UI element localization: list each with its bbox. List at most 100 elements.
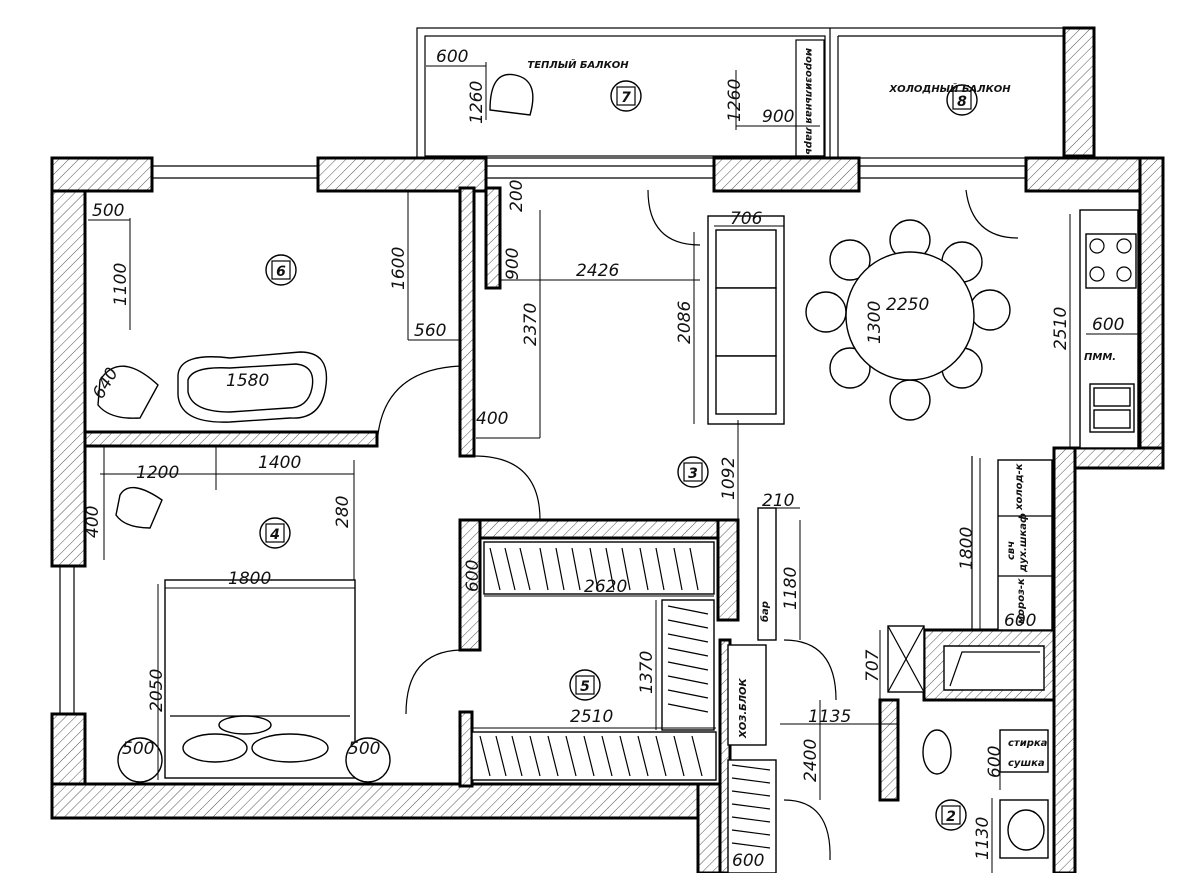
dim-2086: 2086 xyxy=(675,301,695,344)
wall-bottom-right xyxy=(696,782,722,873)
dining-set xyxy=(805,219,1011,421)
wall-top-center xyxy=(712,156,861,193)
wall-top-left xyxy=(50,156,154,193)
wall-bottom xyxy=(50,782,722,820)
room-marker-2: 2 xyxy=(935,799,967,831)
bedroom-chair xyxy=(115,487,163,529)
kitchen-column xyxy=(997,459,1053,631)
dim-2050: 2050 xyxy=(147,669,167,712)
cooktop xyxy=(1085,233,1137,289)
wall-left-upper xyxy=(50,156,87,568)
room-markers: 7 8 6 3 4 5 2 xyxy=(259,80,978,831)
pillow-right xyxy=(251,733,329,763)
wall-room6-bottom xyxy=(83,430,379,448)
dim-1800-kitchen: 1800 xyxy=(957,527,977,570)
dimension-lines xyxy=(88,62,1140,873)
dim-2510-kitchen: 2510 xyxy=(1051,307,1071,350)
dim-1400: 1400 xyxy=(258,453,301,473)
room-number-2: 2 xyxy=(946,809,956,825)
freezer-chest-label: морозильная ларь xyxy=(803,48,814,155)
wall-right-lower xyxy=(1052,446,1077,873)
dim-1260-cold: 1260 xyxy=(725,79,745,122)
dim-600-bottom: 600 xyxy=(732,851,764,871)
dim-707: 707 xyxy=(863,649,883,682)
dim-1092: 1092 xyxy=(719,457,739,500)
wall-closet-left xyxy=(458,518,482,652)
wall-closet-left-lower xyxy=(458,710,474,788)
dim-400-hall: 400 xyxy=(476,409,508,429)
dining-table xyxy=(845,251,975,381)
door-balcony-left xyxy=(647,189,701,246)
dim-1200: 1200 xyxy=(136,463,179,483)
dim-706: 706 xyxy=(730,209,763,229)
toilet xyxy=(922,729,952,775)
dim-600-kitchen: 600 xyxy=(1092,315,1124,335)
fridge-label: холод-к xyxy=(1014,463,1025,511)
dim-560: 560 xyxy=(414,321,446,341)
dim-900-hall: 900 xyxy=(503,248,523,280)
wall-closet-top xyxy=(458,518,740,540)
wall-right xyxy=(1138,156,1165,470)
dim-900-freezer: 900 xyxy=(762,107,794,127)
dim-2250: 2250 xyxy=(886,295,929,315)
bar-label: бар xyxy=(759,601,771,622)
room-number-6: 6 xyxy=(276,264,286,280)
wardrobe-right xyxy=(661,599,715,731)
dim-1135: 1135 xyxy=(808,707,851,727)
dim-2426: 2426 xyxy=(576,261,619,281)
wall-hall-stub xyxy=(484,186,502,290)
dim-600-bath: 600 xyxy=(985,746,1005,778)
door-utility xyxy=(783,639,837,701)
dim-1600: 1600 xyxy=(389,247,409,290)
windows xyxy=(59,165,1026,714)
room-marker-5: 5 xyxy=(569,669,601,701)
balconies xyxy=(416,27,1065,159)
dim-1300: 1300 xyxy=(865,301,885,344)
wall-utility-left xyxy=(718,638,732,873)
dim-1180: 1180 xyxy=(781,567,801,610)
freezer-chest xyxy=(795,39,825,157)
warm-balcony-label: ТЕПЛЫЙ БАЛКОН xyxy=(527,58,629,71)
room-number-5: 5 xyxy=(580,679,590,695)
door-hall xyxy=(473,455,541,521)
dim-400-room4: 400 xyxy=(83,506,103,538)
dim-1260-warm: 1260 xyxy=(467,81,487,124)
washing-label: стирка xyxy=(1008,738,1048,749)
utility-block xyxy=(727,644,767,746)
dim-2510-closet: 2510 xyxy=(570,707,613,727)
dim-1370: 1370 xyxy=(637,651,657,694)
dim-1800-bed: 1800 xyxy=(228,569,271,589)
room-marker-4: 4 xyxy=(259,517,291,549)
dim-500-right: 500 xyxy=(348,739,380,759)
doors xyxy=(376,189,1019,861)
wall-closet-right xyxy=(716,518,740,622)
furniture xyxy=(97,209,1139,873)
utility-block-label: ХОЗ.БЛОК xyxy=(738,677,749,739)
dim-1580: 1580 xyxy=(226,371,269,391)
room-labels: ТЕПЛЫЙ БАЛКОН ХОЛОДНЫЙ БАЛКОН морозильна… xyxy=(527,48,1116,769)
dim-600-column: 600 xyxy=(1004,611,1036,631)
oven-label: дух.шкаф xyxy=(1017,513,1029,573)
microwave-label: свч xyxy=(1006,541,1017,560)
dim-500-room6: 500 xyxy=(92,201,124,221)
nightstand-right xyxy=(345,737,391,783)
dim-200: 200 xyxy=(507,180,527,212)
room-number-4: 4 xyxy=(269,527,280,543)
wall-bath-left xyxy=(878,698,900,802)
room-marker-6: 6 xyxy=(265,254,297,286)
freezer-label: мороз-к xyxy=(1016,578,1027,624)
wall-balcony-column xyxy=(1062,26,1096,158)
dim-280: 280 xyxy=(333,496,353,528)
room-number-7: 7 xyxy=(621,90,631,106)
room-marker-3: 3 xyxy=(677,456,709,488)
cold-balcony-label: ХОЛОДНЫЙ БАЛКОН xyxy=(888,82,1011,95)
dim-2620: 2620 xyxy=(584,577,627,597)
room-marker-7: 7 xyxy=(610,80,642,112)
balcony-outline xyxy=(416,27,1065,159)
dimension-texts: 600 1260 1260 900 500 1100 1600 560 640 … xyxy=(83,47,1124,871)
wall-room6-right xyxy=(458,186,476,458)
wardrobe-top xyxy=(483,541,715,595)
dim-500-left: 500 xyxy=(122,739,154,759)
door-utility-lower xyxy=(783,799,831,861)
